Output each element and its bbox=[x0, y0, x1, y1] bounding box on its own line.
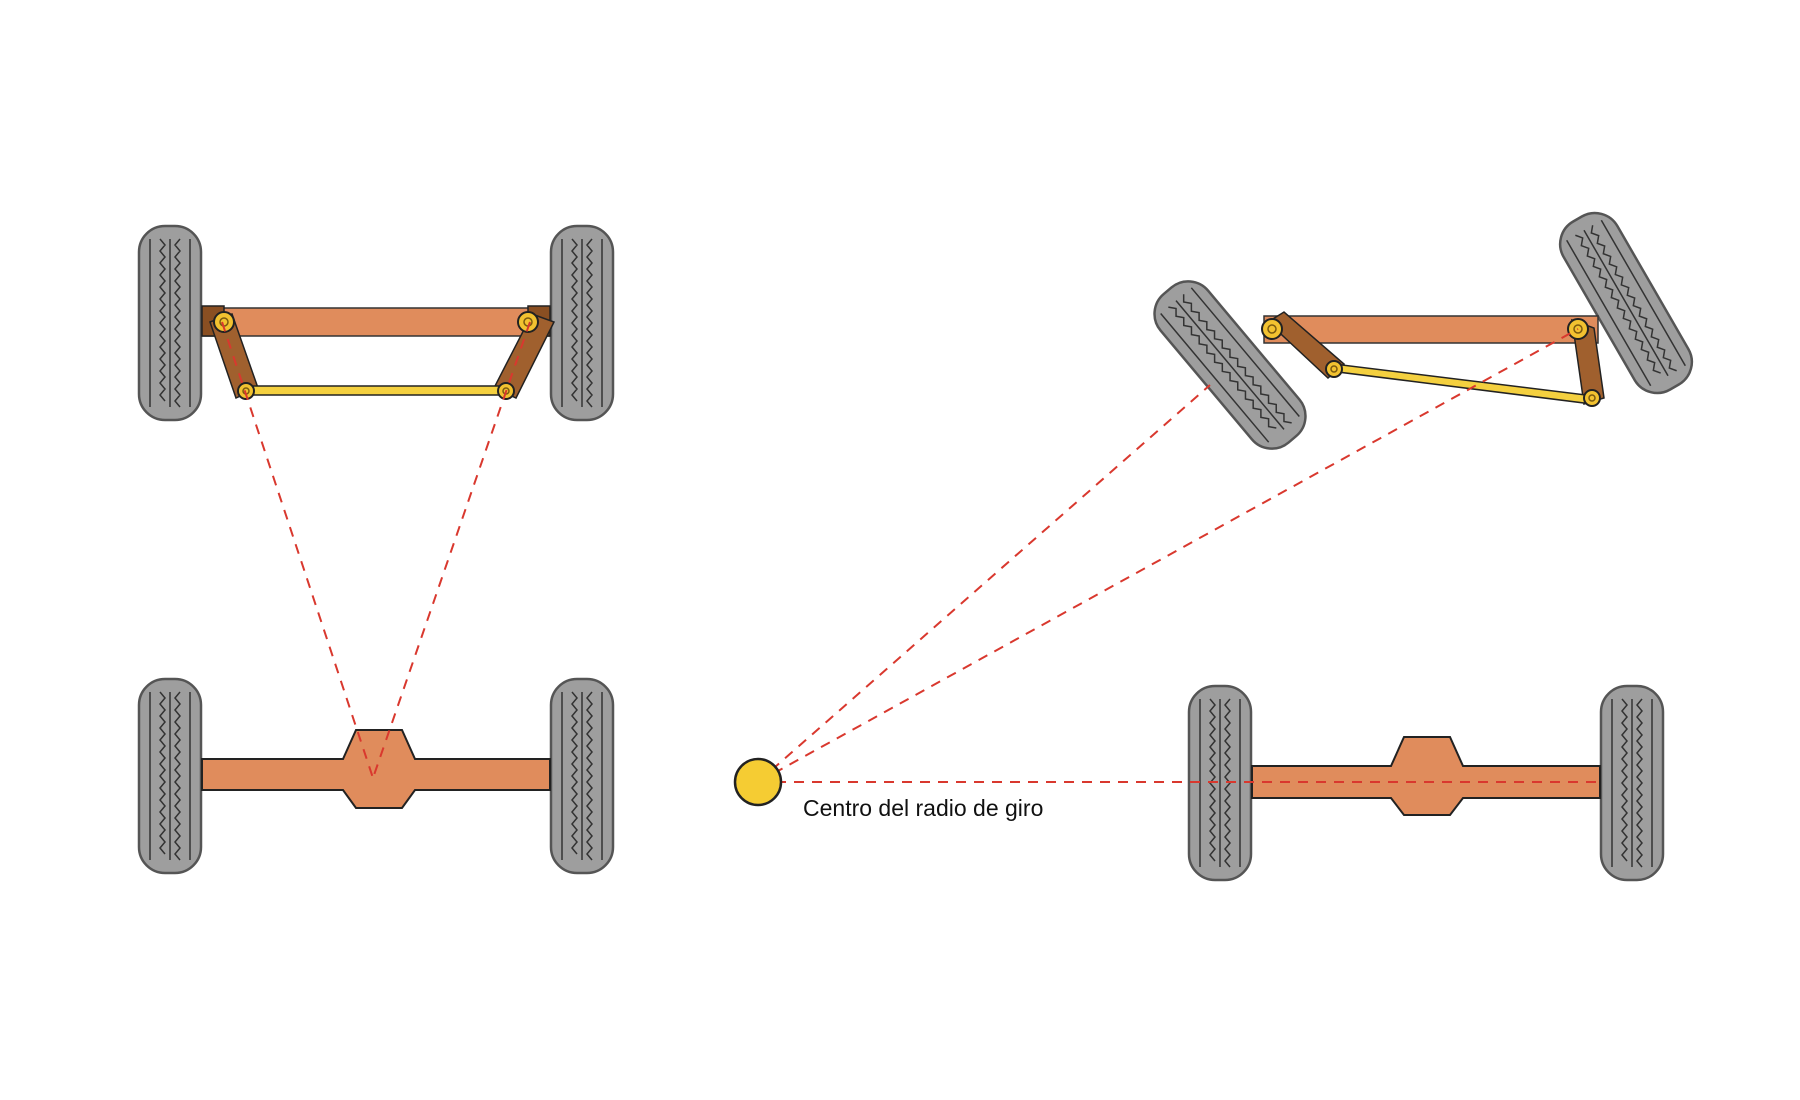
turning-rear-axle bbox=[1187, 684, 1665, 882]
turning-right-tie-rod-joint-icon bbox=[1583, 389, 1601, 407]
turning-center-label: Centro del radio de giro bbox=[803, 795, 1044, 821]
turning-front-left-tire-icon bbox=[1142, 269, 1318, 461]
turning-center-icon bbox=[733, 757, 783, 807]
straight-rear-axle bbox=[137, 677, 615, 875]
front-right-tire-icon bbox=[549, 224, 615, 422]
turning-left-kingpin-joint-icon bbox=[1261, 318, 1283, 340]
rear-right-tire-icon bbox=[549, 677, 615, 875]
turning-left-steering-arm bbox=[1266, 311, 1346, 380]
rear-left-tire-icon bbox=[137, 677, 203, 875]
turning-front-axle-beam bbox=[1263, 315, 1599, 344]
right-steering-arm bbox=[492, 313, 556, 399]
straight-front-axle bbox=[137, 224, 615, 422]
turning-guide-lines bbox=[757, 328, 1600, 783]
front-axle-beam bbox=[201, 307, 551, 337]
turning-front-axle bbox=[1142, 202, 1703, 461]
turning-rear-axle-differential bbox=[1251, 736, 1601, 816]
turning-front-right-tire-icon bbox=[1549, 202, 1703, 404]
tie-rod bbox=[245, 385, 507, 396]
straight-guide-lines bbox=[221, 321, 531, 779]
front-left-tire-icon bbox=[137, 224, 203, 422]
turning-left-tie-rod-joint-icon bbox=[1325, 360, 1343, 378]
turning-tie-rod bbox=[1332, 363, 1595, 405]
turning-rear-right-tire-icon bbox=[1599, 684, 1665, 882]
